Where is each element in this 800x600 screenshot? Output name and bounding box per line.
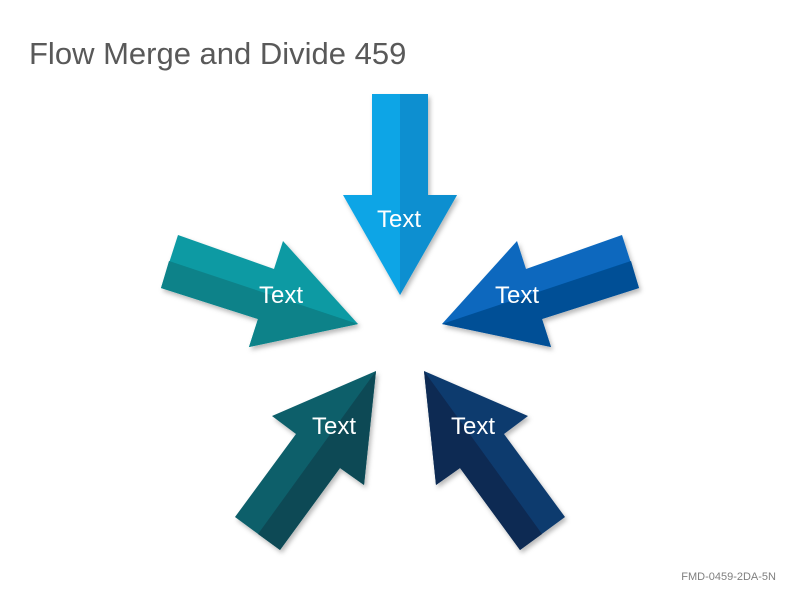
arrow-upper-right xyxy=(442,235,639,347)
arrow-upper-left-label: Text xyxy=(259,282,303,309)
arrow-lower-right xyxy=(424,371,565,550)
arrow-top-shade xyxy=(400,94,457,295)
arrow-lower-left xyxy=(235,371,376,550)
arrow-top-label: Text xyxy=(377,206,421,233)
arrow-upper-left xyxy=(161,235,358,347)
footer-code: FMD-0459-2DA-5N xyxy=(681,571,776,583)
arrow-upper-right-shade xyxy=(442,261,639,347)
arrow-lower-left-label: Text xyxy=(312,413,356,440)
arrow-lower-right-body xyxy=(424,371,565,550)
arrow-upper-left-shade xyxy=(161,261,358,347)
arrow-lower-left-body xyxy=(235,371,376,550)
arrow-upper-right-label: Text xyxy=(495,282,539,309)
arrow-lower-left-shade xyxy=(258,371,376,550)
arrow-lower-right-shade xyxy=(424,371,542,550)
arrow-top xyxy=(343,94,457,295)
page-title: Flow Merge and Divide 459 xyxy=(29,36,407,71)
arrow-lower-right-label: Text xyxy=(451,413,495,440)
